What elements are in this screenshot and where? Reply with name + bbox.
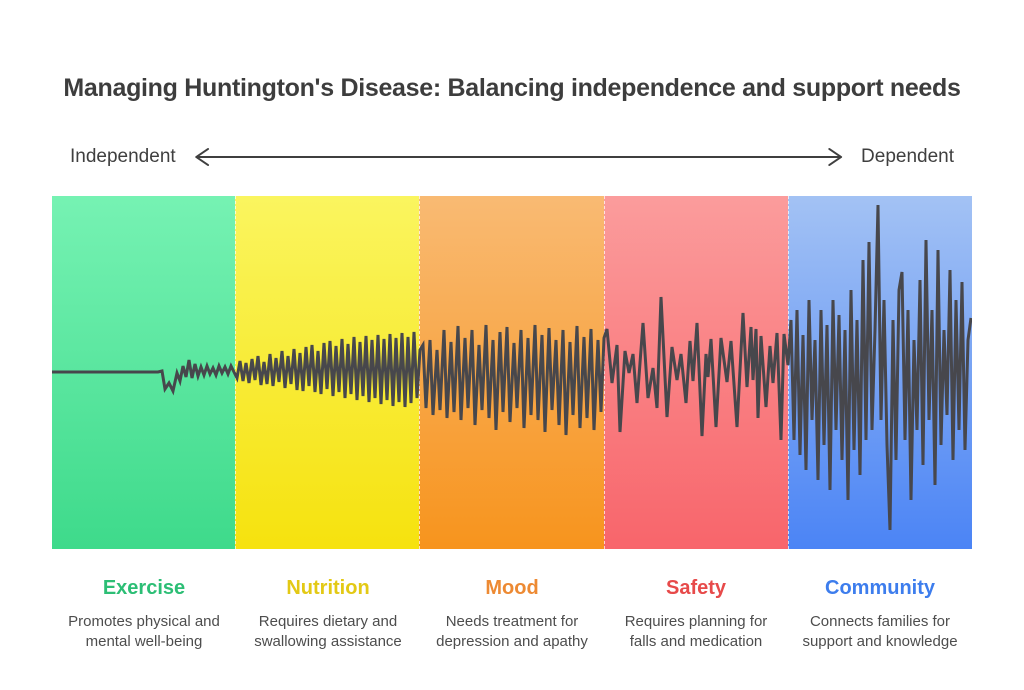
stage-name-label: Exercise (102, 577, 186, 599)
panel-safety (603, 196, 788, 549)
independence-axis: Independent Dependent (70, 144, 954, 170)
axis-right-label: Dependent (861, 146, 954, 167)
panel-exercise (52, 196, 236, 549)
panel-community (787, 196, 973, 549)
page-title: Managing Huntington's Disease: Balancing… (63, 73, 961, 102)
stage-name-label: Nutrition (286, 577, 370, 599)
stage-description: Promotes physical and mental well-being (68, 613, 220, 650)
stage-name-label: Community (825, 577, 935, 599)
stage-description: Requires planning for falls and medicati… (624, 613, 768, 650)
panel-nutrition (235, 196, 420, 549)
panel-mood (419, 196, 604, 549)
axis-left-label: Independent (70, 146, 176, 167)
double-arrow-icon (194, 148, 842, 166)
stage-name-label: Mood (485, 577, 539, 599)
stage-panels (52, 196, 973, 549)
stage-description: Connects families for support and knowle… (802, 613, 958, 650)
stage-name-label: Safety (665, 577, 727, 599)
stage-description: Requires dietary and swallowing assistan… (254, 613, 402, 650)
stage-description: Needs treatment for depression and apath… (436, 613, 588, 650)
